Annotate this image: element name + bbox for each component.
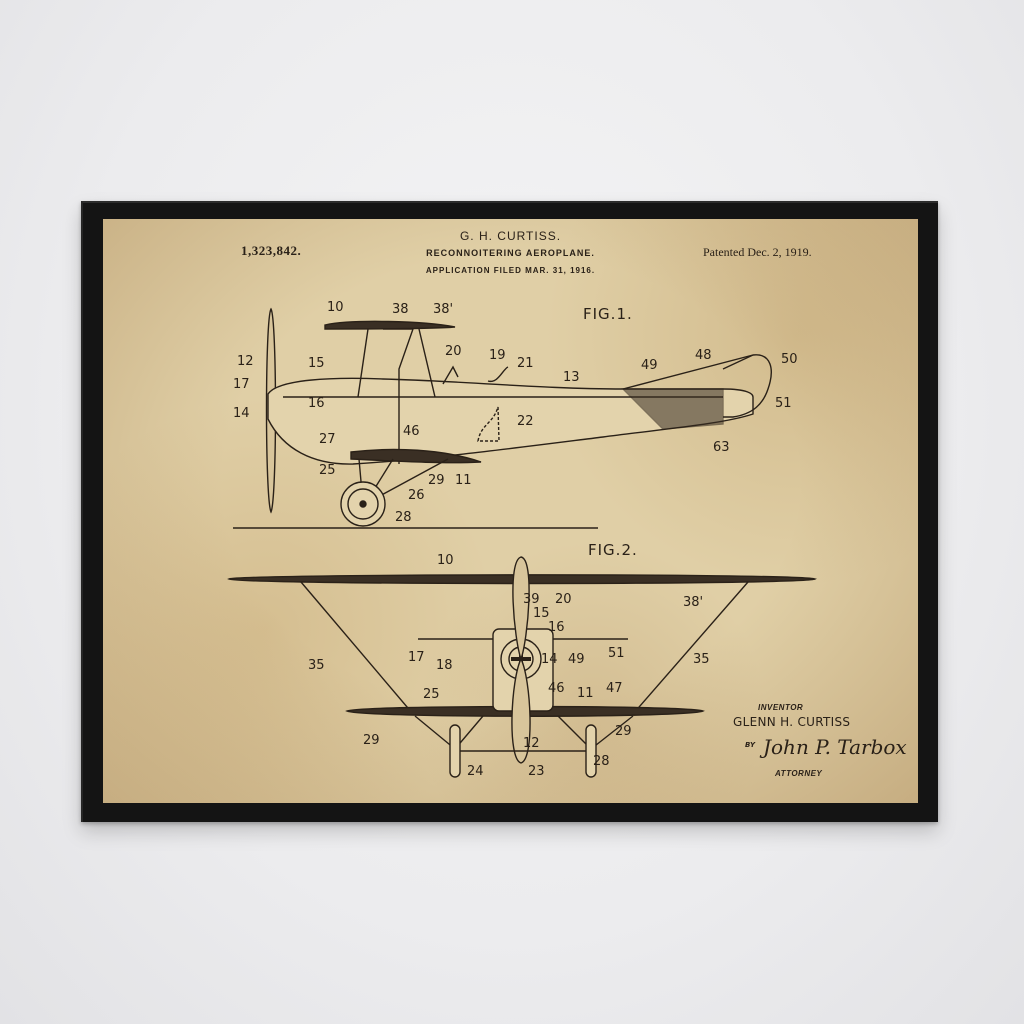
svg-text:48: 48 — [695, 348, 712, 363]
svg-text:29: 29 — [428, 473, 445, 488]
attorney-label: ATTORNEY — [775, 769, 823, 778]
svg-text:11: 11 — [455, 473, 472, 488]
svg-text:17: 17 — [233, 377, 250, 392]
svg-text:38': 38' — [433, 302, 453, 317]
svg-text:14: 14 — [541, 652, 558, 667]
svg-text:29: 29 — [363, 733, 380, 748]
svg-text:12: 12 — [237, 354, 254, 369]
application-date: APPLICATION FILED MAR. 31, 1916. — [425, 266, 596, 275]
svg-text:16: 16 — [308, 396, 325, 411]
svg-text:12: 12 — [523, 736, 540, 751]
svg-text:18: 18 — [436, 658, 453, 673]
svg-text:20: 20 — [445, 344, 462, 359]
svg-text:28: 28 — [593, 754, 610, 769]
svg-text:19: 19 — [489, 348, 506, 363]
svg-text:13: 13 — [563, 370, 580, 385]
svg-text:28: 28 — [395, 510, 412, 525]
inventor-label: INVENTOR — [758, 703, 804, 712]
fig2-label: FIG.2. — [588, 541, 638, 559]
svg-text:22: 22 — [517, 414, 534, 429]
patent-date: Patented Dec. 2, 1919. — [703, 245, 812, 259]
fig2-callouts: 10 38' 39 20 15 16 17 18 14 49 51 35 35 … — [308, 553, 710, 779]
by-label: BY — [745, 741, 756, 749]
attorney-signature: John P. Tarbox — [763, 735, 907, 759]
svg-text:11: 11 — [577, 686, 594, 701]
airplane-drawings: 10 38 38' 12 17 14 15 16 27 25 20 19 21 … — [227, 300, 818, 779]
svg-text:16: 16 — [548, 620, 565, 635]
fig1-side-view — [233, 307, 772, 529]
patent-number: 1,323,842. — [241, 243, 302, 258]
svg-text:63: 63 — [713, 440, 730, 455]
inventor-name: GLENN H. CURTISS — [733, 715, 851, 729]
svg-text:50: 50 — [781, 352, 798, 367]
svg-text:51: 51 — [608, 646, 625, 661]
svg-text:49: 49 — [641, 358, 658, 373]
svg-text:35: 35 — [308, 658, 325, 673]
svg-text:15: 15 — [533, 606, 550, 621]
svg-text:25: 25 — [423, 687, 440, 702]
svg-text:38': 38' — [683, 595, 703, 610]
svg-text:17: 17 — [408, 650, 425, 665]
svg-text:51: 51 — [775, 396, 792, 411]
svg-text:46: 46 — [403, 424, 420, 439]
svg-text:27: 27 — [319, 432, 336, 447]
svg-text:10: 10 — [327, 300, 344, 315]
svg-text:15: 15 — [308, 356, 325, 371]
svg-text:29: 29 — [615, 724, 632, 739]
fig2-front-view — [227, 556, 818, 778]
svg-text:47: 47 — [606, 681, 623, 696]
svg-text:39: 39 — [523, 592, 540, 607]
svg-text:24: 24 — [467, 764, 484, 779]
svg-text:10: 10 — [437, 553, 454, 568]
svg-text:20: 20 — [555, 592, 572, 607]
picture-frame: 1,323,842. G. H. CURTISS. RECONNOITERING… — [81, 201, 938, 822]
svg-text:46: 46 — [548, 681, 565, 696]
fig1-callouts: 10 38 38' 12 17 14 15 16 27 25 20 19 21 … — [233, 300, 798, 525]
svg-text:26: 26 — [408, 488, 425, 503]
svg-text:21: 21 — [517, 356, 534, 371]
svg-text:35: 35 — [693, 652, 710, 667]
svg-text:25: 25 — [319, 463, 336, 478]
patent-title: RECONNOITERING AEROPLANE. — [426, 248, 595, 258]
svg-text:49: 49 — [568, 652, 585, 667]
fig1-label: FIG.1. — [583, 305, 633, 323]
svg-text:38: 38 — [392, 302, 409, 317]
patent-print: 1,323,842. G. H. CURTISS. RECONNOITERING… — [103, 219, 918, 803]
inventor-header: G. H. CURTISS. — [459, 229, 562, 243]
svg-text:14: 14 — [233, 406, 250, 421]
svg-text:23: 23 — [528, 764, 545, 779]
